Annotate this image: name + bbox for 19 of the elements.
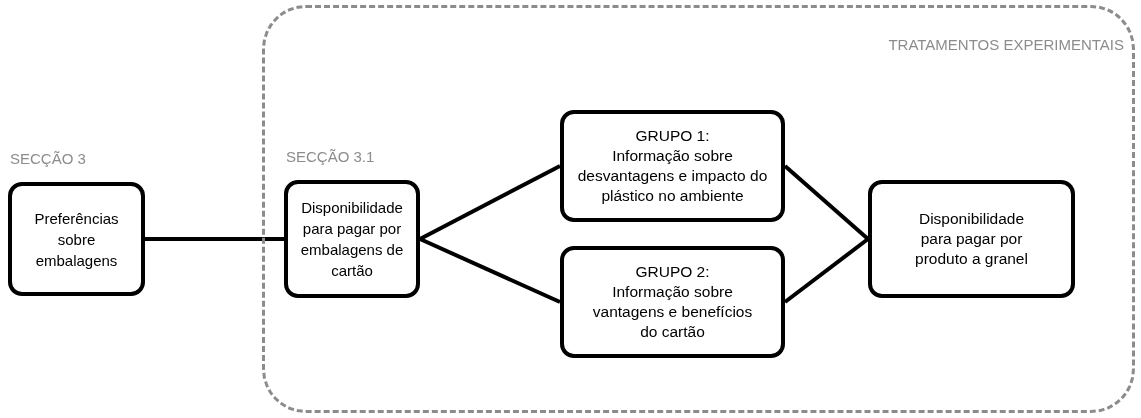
group-title: TRATAMENTOS EXPERIMENTAIS bbox=[888, 35, 1124, 55]
box-text: Preferências sobre embalagens bbox=[33, 208, 120, 271]
box-text: Informação sobre desvantagens e impacto do plástico no ambiente bbox=[577, 146, 768, 206]
connector-line bbox=[419, 237, 561, 304]
section-label: SECÇÃO 3.1 bbox=[286, 147, 375, 167]
group-heading: GRUPO 1: bbox=[635, 126, 710, 146]
process-box bbox=[560, 246, 785, 358]
process-box bbox=[560, 110, 785, 222]
box-text: Disponibilidade para pagar por embalagens de cartão bbox=[299, 198, 405, 281]
connector-line bbox=[419, 164, 561, 241]
process-box bbox=[868, 180, 1075, 298]
connector-line bbox=[783, 164, 870, 241]
box-text: Disponibilidade para pagar por produto a granel bbox=[914, 209, 1029, 269]
connector-line bbox=[783, 237, 870, 304]
connector-line bbox=[145, 237, 284, 241]
box-text: Informação sobre vantagens e benefícios do cartão bbox=[591, 282, 754, 342]
group-heading: GRUPO 2: bbox=[635, 262, 710, 282]
dashed-group-frame bbox=[262, 5, 1135, 413]
section-label: SECÇÃO 3 bbox=[10, 149, 86, 169]
